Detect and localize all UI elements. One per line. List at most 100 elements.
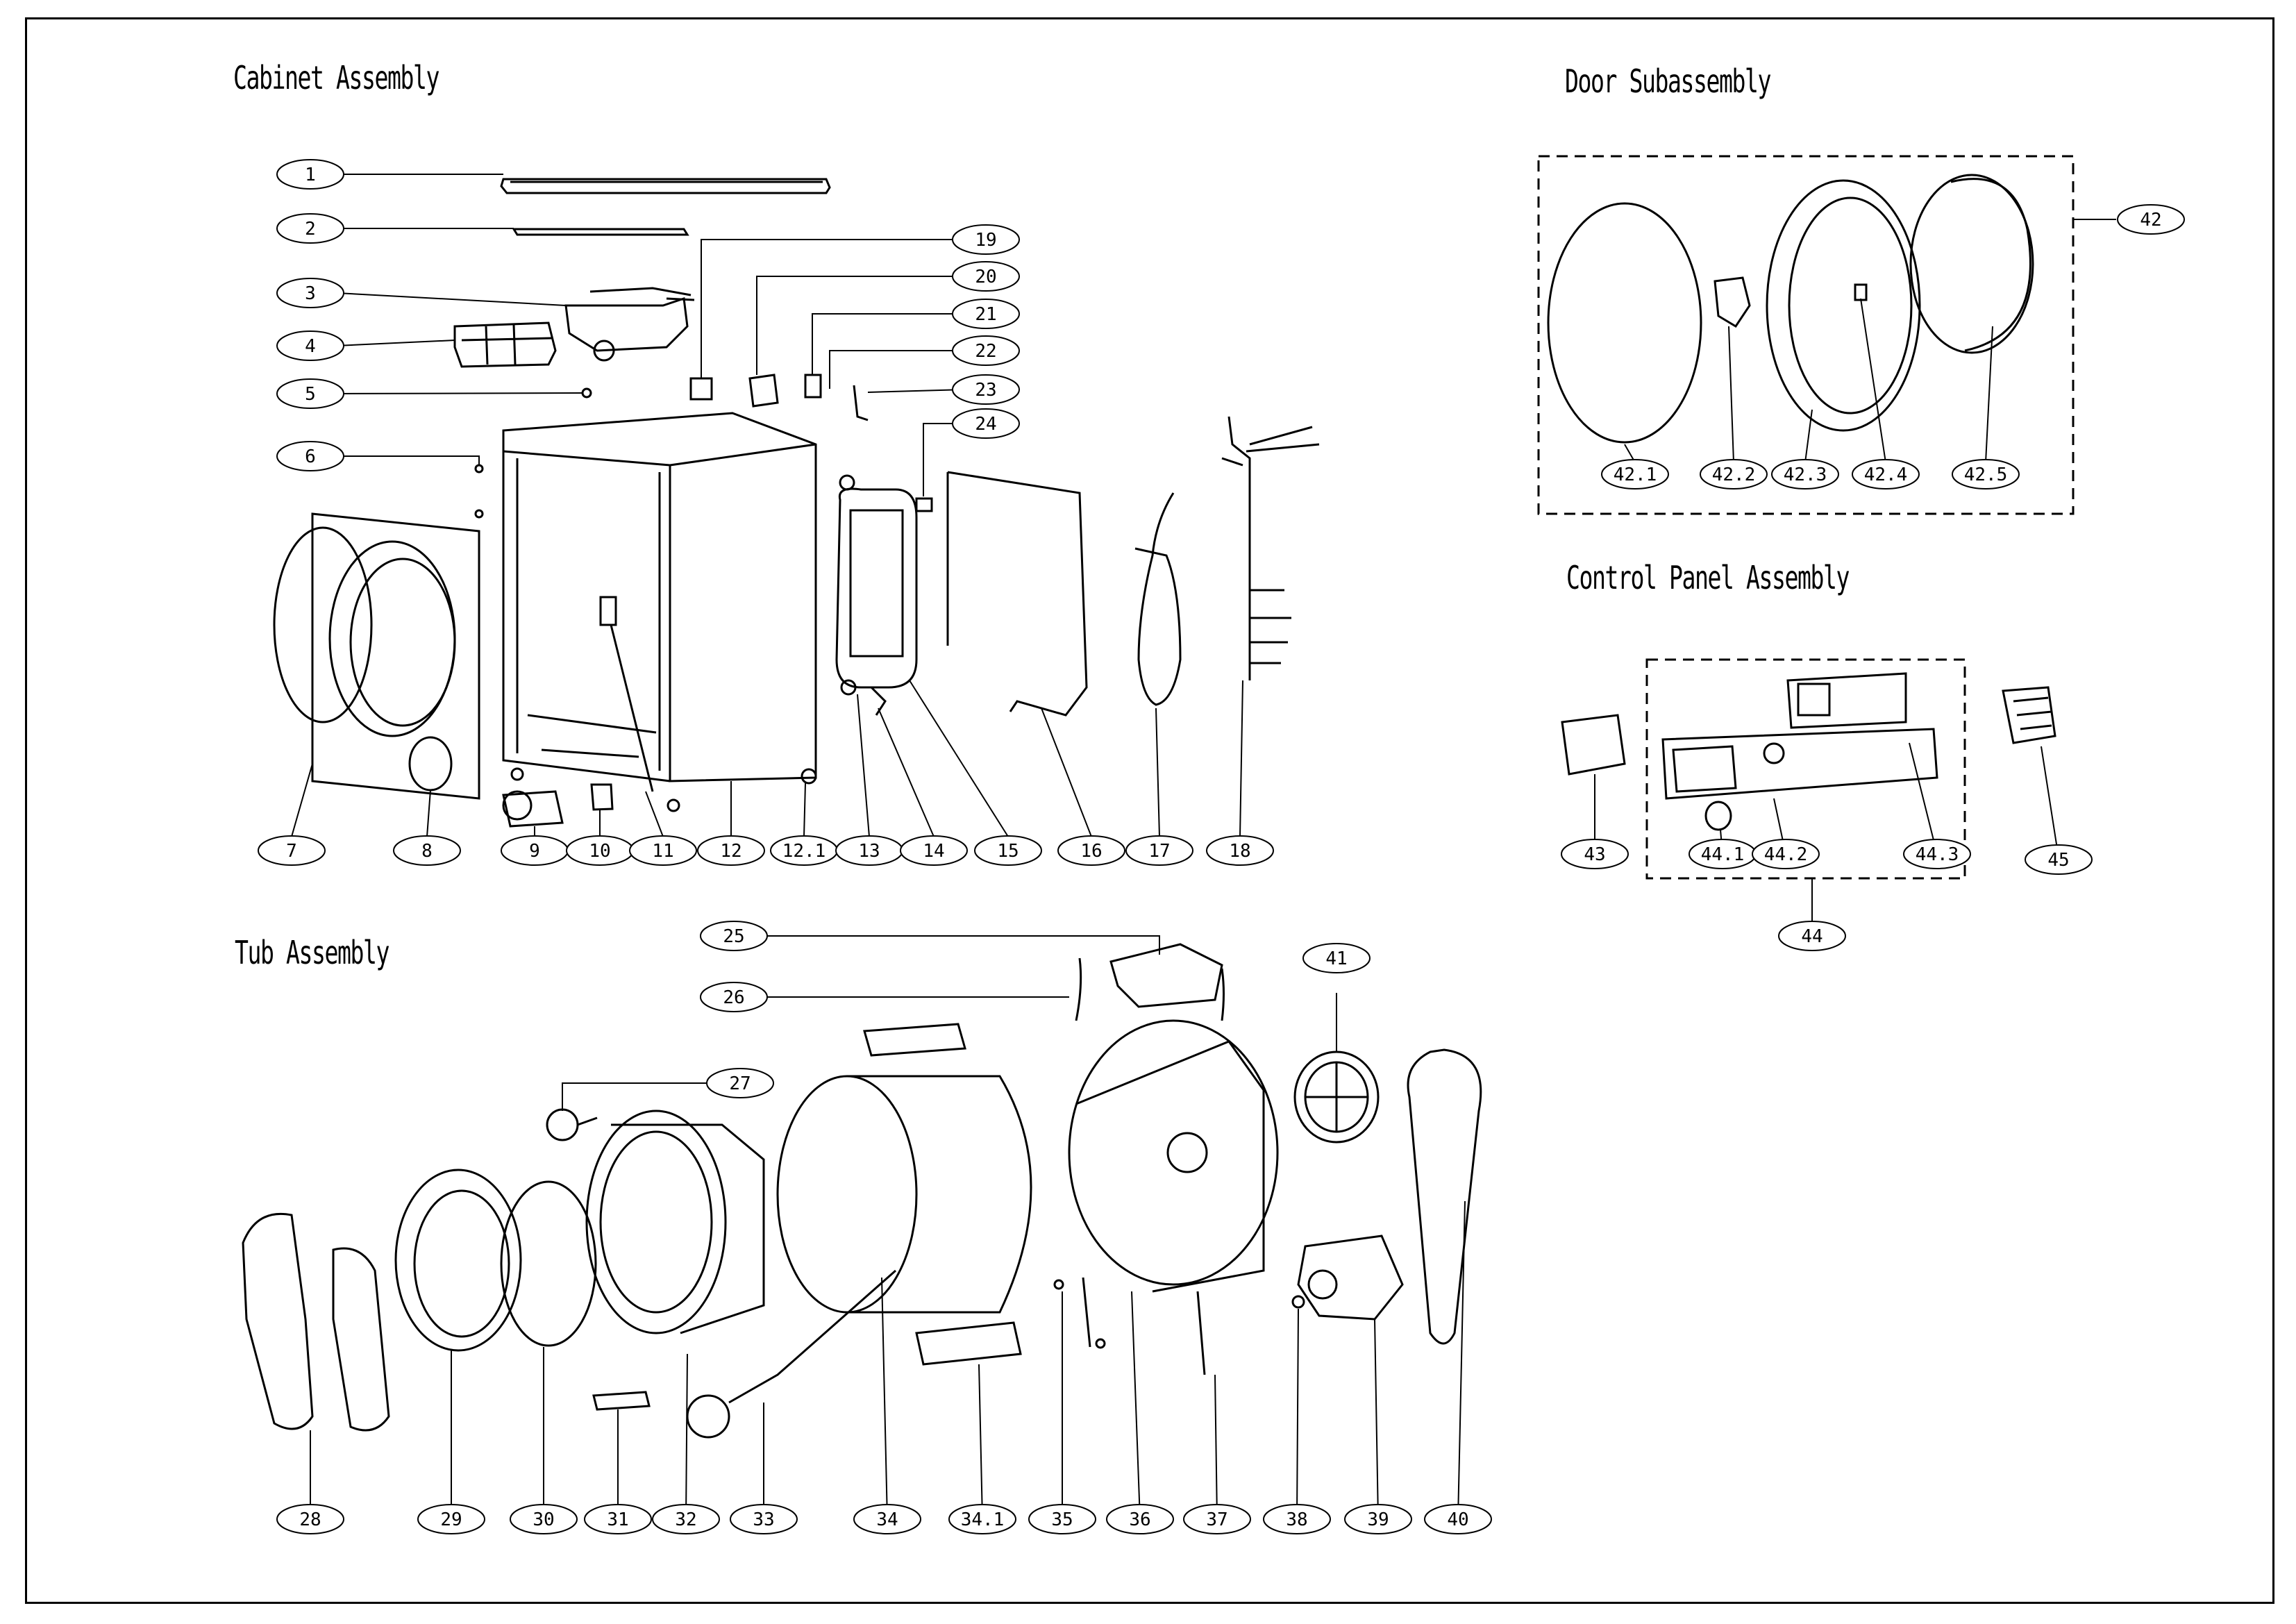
callout-bubble <box>1263 1504 1331 1534</box>
callout-label: 34 <box>876 1509 898 1530</box>
part-30-clamp-ring <box>500 1180 597 1347</box>
callout-12-1: 12.1 <box>770 835 838 866</box>
callout-40: 40 <box>1424 1504 1492 1534</box>
tub-assembly-title: Tub Assembly <box>235 934 389 971</box>
callout-label: 7 <box>286 841 297 862</box>
callout-42-1: 42.1 <box>1601 459 1669 489</box>
callout-label: 27 <box>729 1073 751 1094</box>
callout-label: 38 <box>1286 1509 1307 1530</box>
callout-label: 18 <box>1229 841 1250 862</box>
callout-34-1: 34.1 <box>948 1504 1016 1534</box>
callout-bubble <box>584 1504 652 1534</box>
callout-label: 12 <box>720 841 741 862</box>
door-subassembly-title: Door Subassembly <box>1565 62 1771 100</box>
control-panel-box <box>1645 658 1966 880</box>
callout-bubble <box>1125 835 1193 866</box>
part-9-drain-pump <box>502 767 564 828</box>
part-21-capacitor <box>804 374 822 399</box>
callout-bubble <box>393 835 461 866</box>
part-25-weight-top <box>1109 943 1223 1008</box>
callout-label: 4 <box>305 336 316 357</box>
callout-bubble <box>276 278 344 308</box>
part-34-drum <box>776 1075 1032 1314</box>
part-42-1-door-glass <box>1547 202 1702 444</box>
callout-label: 32 <box>675 1509 696 1530</box>
part-44-2-panel <box>1661 728 1938 800</box>
part-3-dispenser-housing <box>564 287 695 362</box>
callout-label: 44 <box>1801 926 1822 947</box>
callout-21: 21 <box>952 299 1020 329</box>
cabinet-assembly-title: Cabinet Assembly <box>233 59 439 97</box>
callout-label: 17 <box>1148 841 1170 862</box>
callout-label: 21 <box>975 304 996 325</box>
part-2-rear-bracket <box>512 228 689 236</box>
callout-label: 2 <box>305 219 316 240</box>
part-41-pulley <box>1293 1050 1380 1144</box>
callout-17: 17 <box>1125 835 1193 866</box>
callout-36: 36 <box>1106 1504 1174 1534</box>
callout-bubble <box>276 1504 344 1534</box>
callout-label: 33 <box>753 1509 774 1530</box>
callout-bubble <box>952 261 1020 292</box>
callout-19: 19 <box>952 224 1020 255</box>
callout-14: 14 <box>900 835 968 866</box>
part-29-gasket <box>394 1169 522 1352</box>
part-38-bolt <box>1291 1295 1305 1309</box>
callout-label: 43 <box>1584 844 1605 865</box>
callout-12: 12 <box>697 835 765 866</box>
callout-bubble <box>697 835 765 866</box>
callout-label: 36 <box>1129 1509 1150 1530</box>
callout-42-3: 42.3 <box>1771 459 1839 489</box>
part-14-clamp <box>870 686 887 716</box>
callout-bubble <box>952 374 1020 405</box>
callout-label: 37 <box>1206 1509 1227 1530</box>
callout-label: 29 <box>440 1509 462 1530</box>
callout-bubble <box>510 1504 578 1534</box>
callout-31: 31 <box>584 1504 652 1534</box>
callout-42-5: 42.5 <box>1952 459 2020 489</box>
callout-33: 33 <box>730 1504 798 1534</box>
callout-label: 16 <box>1080 841 1102 862</box>
callout-label: 42 <box>2140 210 2161 231</box>
callout-42-2: 42.2 <box>1700 459 1768 489</box>
part-11-door-lock <box>599 596 680 812</box>
callout-23: 23 <box>952 374 1020 405</box>
callout-44-3: 44.3 <box>1903 839 1971 869</box>
callout-bubble <box>1952 459 2020 489</box>
part-19-sensor <box>689 377 713 401</box>
callout-bubble <box>730 1504 798 1534</box>
door-subassembly-box <box>1537 155 2075 515</box>
door-subassembly-group <box>1537 155 2075 515</box>
part-lifter-upper <box>863 1023 966 1057</box>
callout-label: 25 <box>723 926 744 947</box>
callout-label: 11 <box>652 841 673 862</box>
callout-label: 42.3 <box>1784 464 1827 485</box>
callout-label: 14 <box>923 841 944 862</box>
part-22-hose-nipple <box>853 385 869 421</box>
callout-5: 5 <box>276 378 344 409</box>
callout-bubble <box>1700 459 1768 489</box>
callout-bubble <box>1206 835 1274 866</box>
callout-28: 28 <box>276 1504 344 1534</box>
part-28-counterweight-right <box>332 1247 390 1432</box>
callout-15: 15 <box>974 835 1042 866</box>
callout-label: 13 <box>858 841 880 862</box>
callout-37: 37 <box>1183 1504 1251 1534</box>
callout-label: 15 <box>997 841 1019 862</box>
callout-label: 12.1 <box>782 841 826 862</box>
part-16-fill-hose <box>946 471 1088 717</box>
part-7-door-ring <box>273 526 373 723</box>
part-40-belt <box>1407 1048 1482 1345</box>
part-26-springs <box>1075 957 1225 1021</box>
part-10-filter <box>590 783 614 811</box>
callout-43: 43 <box>1561 839 1629 869</box>
callout-label: 44.1 <box>1701 844 1745 865</box>
callout-label: 34.1 <box>961 1509 1005 1530</box>
callout-label: 22 <box>975 341 996 362</box>
callout-25: 25 <box>700 921 768 951</box>
callout-bubble <box>900 835 968 866</box>
callout-bubble <box>2117 204 2185 235</box>
callout-2: 2 <box>276 213 344 244</box>
callout-bubble <box>1561 839 1629 869</box>
callout-bubble <box>276 378 344 409</box>
